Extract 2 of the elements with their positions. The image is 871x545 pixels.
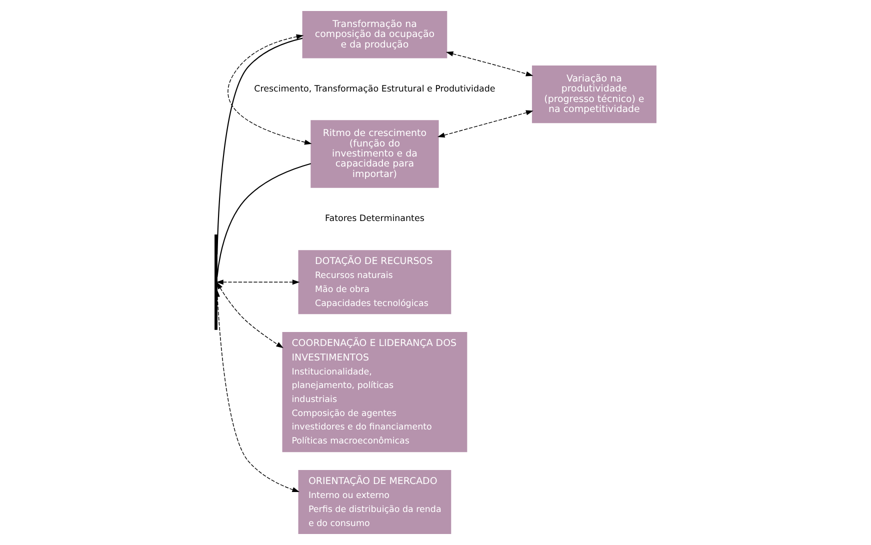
label: Crescimento, Transformação Estrutural e Produtividade (254, 84, 496, 94)
label: Fatores Determinantes (325, 214, 424, 224)
